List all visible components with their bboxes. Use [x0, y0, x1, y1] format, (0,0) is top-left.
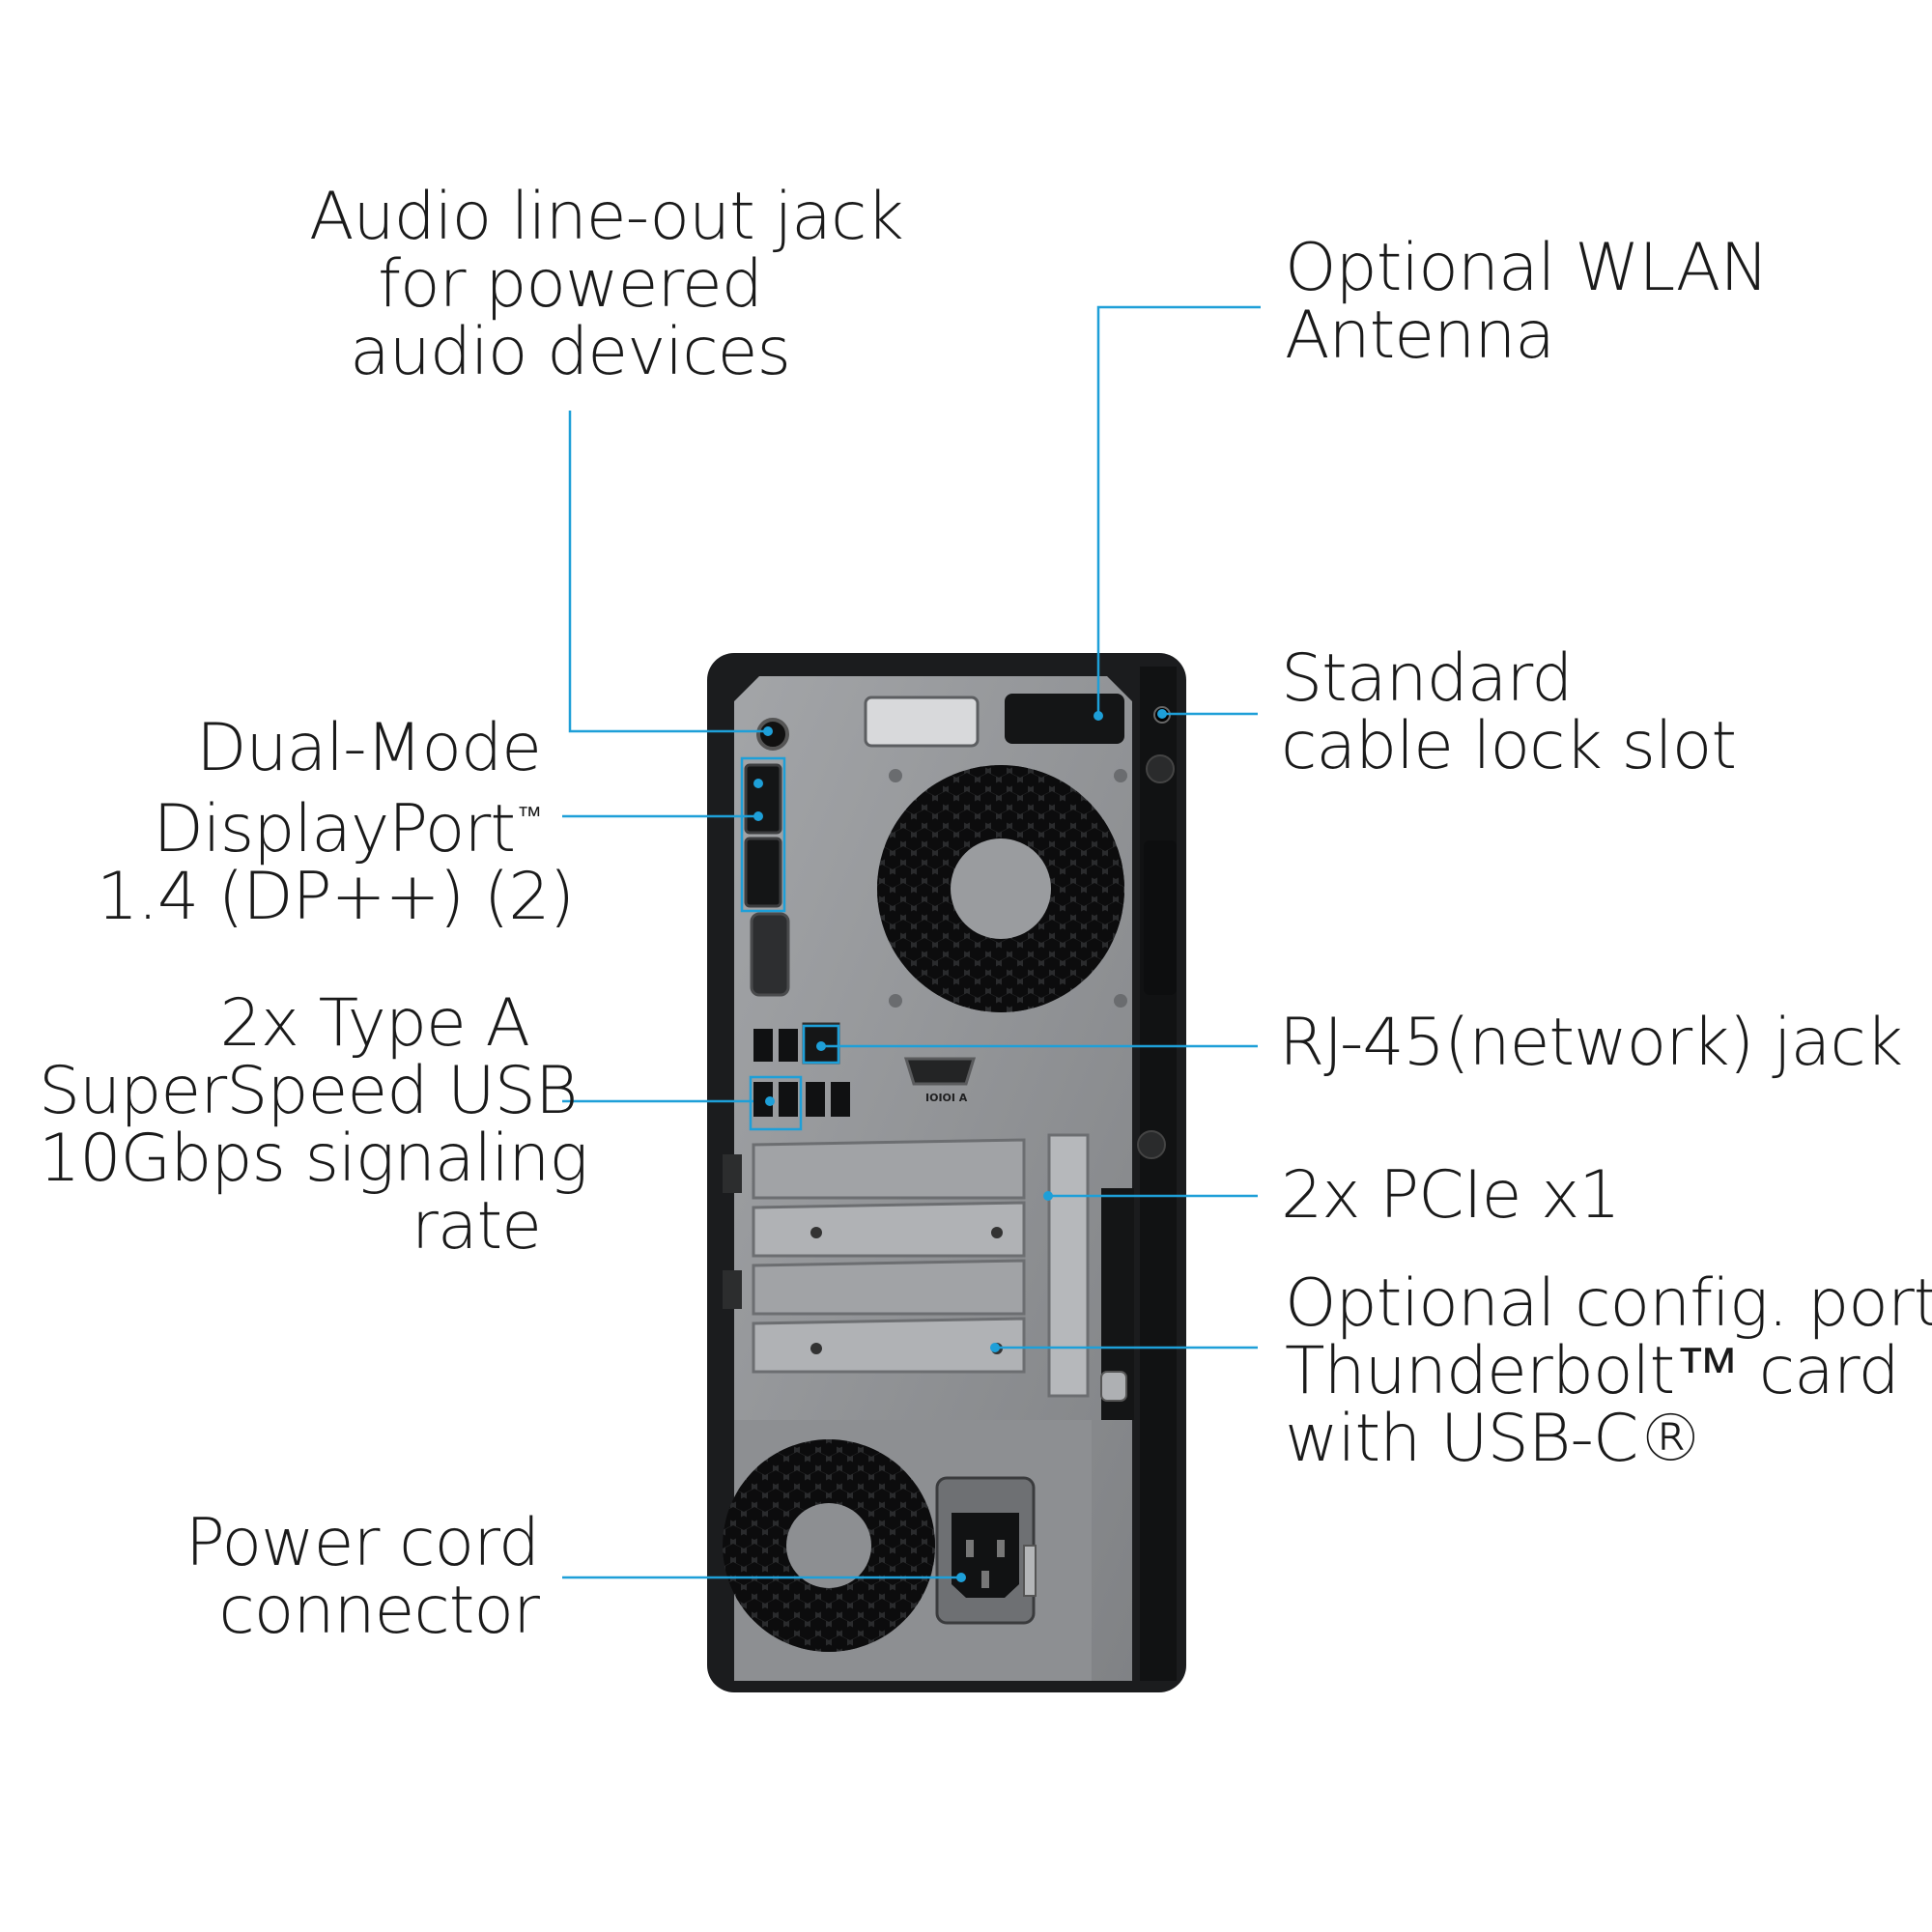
label-pcie: 2x PCIe x1: [1281, 1157, 1621, 1234]
side-strip: [1140, 667, 1177, 1681]
power-connector: [952, 1513, 1019, 1598]
usb-port: [753, 1082, 773, 1117]
serial-port-vertical: [750, 912, 790, 997]
label-thunderbolt: Optional config. port Thunderbolt™ card …: [1285, 1265, 1932, 1477]
usb-port: [831, 1082, 850, 1117]
callout-wlan: [1096, 305, 1261, 716]
usb-port: [779, 1029, 798, 1062]
label-cable-lock: Standard cable lock slot: [1281, 640, 1737, 784]
label-wlan: Optional WLAN Antenna: [1285, 230, 1769, 374]
label-rj45: RJ-45(network) jack: [1279, 1005, 1903, 1081]
label-usb: 2x Type A SuperSpeed USB 10Gbps signalin…: [39, 985, 588, 1264]
callout-lines: [562, 305, 1261, 1579]
label-displayport: Dual-Mode DisplayPort™ 1.4 (DP++) (2): [97, 710, 575, 935]
serial-port-marking: IOIOI A: [925, 1092, 968, 1104]
pcie-slots: [723, 1130, 1166, 1420]
label-audio: Audio line-out jack for powered audio de…: [309, 179, 904, 390]
audio-jack: [756, 718, 789, 751]
wlan-antenna-port: [1005, 694, 1124, 744]
power-supply: [723, 1420, 1092, 1681]
usb-port: [806, 1082, 825, 1117]
displayport-1: [744, 763, 782, 835]
rj45-highlight: [802, 1024, 840, 1065]
label-power: Power cord connector: [185, 1505, 540, 1649]
displayport-highlight: [740, 756, 786, 913]
serial-port: [903, 1057, 977, 1086]
displayport-2: [744, 837, 782, 908]
usb-port: [753, 1029, 773, 1062]
top-slot: [864, 696, 980, 748]
callout-dots: [753, 709, 1167, 1582]
callout-audio: [568, 411, 768, 733]
usb-port: [779, 1082, 798, 1117]
usb-highlight: [749, 1075, 803, 1131]
